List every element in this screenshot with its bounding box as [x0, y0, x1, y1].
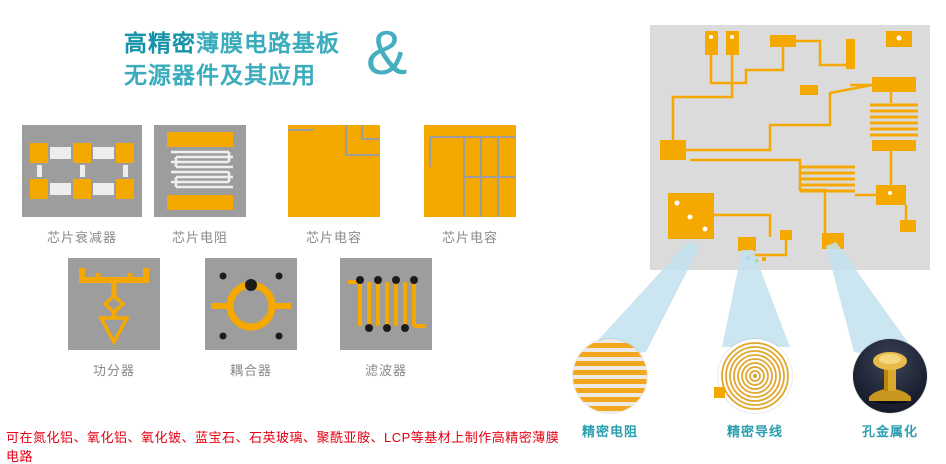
tile-power-divider: 功分器 [68, 258, 160, 379]
callout-label: 精密电阻 [581, 424, 638, 439]
circuit-board-image [650, 25, 930, 270]
tile-label: 芯片电阻 [171, 230, 228, 245]
page-title: 高精密薄膜电路基板 无源器件及其应用 [124, 28, 340, 91]
tile-label: 芯片电容 [305, 230, 362, 245]
chip-capacitor-grid-image [424, 125, 516, 217]
ampersand-glyph: & [366, 19, 408, 88]
tile-label: 芯片电容 [441, 230, 498, 245]
callout-metallized-hole: 孔金属化 [853, 339, 927, 440]
tile-label: 滤波器 [364, 363, 407, 378]
callout-label: 精密导线 [726, 424, 783, 439]
chip-resistor-image [154, 125, 246, 217]
tile-label: 耦合器 [229, 363, 272, 378]
callout-precision-wire: 精密导线 [714, 339, 792, 440]
chip-capacitor-image [288, 125, 380, 217]
tile-chip-attenuator: 芯片衰减器 [22, 125, 142, 246]
substrate-note: 可在氮化铝、氧化铝、氧化铍、蓝宝石、石英玻璃、聚酰亚胺、LCP等基材上制作高精密… [6, 430, 560, 464]
resistor-stripes-icon [573, 339, 647, 413]
tile-filter: 滤波器 [340, 258, 432, 379]
filter-image [340, 258, 432, 350]
power-divider-image [68, 258, 160, 350]
tile-label: 功分器 [92, 363, 135, 378]
chip-attenuator-image [22, 125, 142, 217]
title-line2: 无源器件及其应用 [124, 61, 316, 88]
tile-chip-capacitor-1: 芯片电容 [288, 125, 380, 246]
tile-chip-capacitor-2: 芯片电容 [424, 125, 516, 246]
callout-label: 孔金属化 [861, 424, 918, 439]
metallized-hole-icon [853, 339, 927, 413]
title-line1-rest: 薄膜电路基板 [196, 30, 340, 56]
coupler-image [205, 258, 297, 350]
title-line1: 高精密薄膜电路基板 [124, 28, 340, 60]
spiral-coil-icon [714, 339, 792, 413]
tile-coupler: 耦合器 [205, 258, 297, 379]
title-line1-bold: 高精密 [124, 30, 196, 56]
callout-precision-resistor: 精密电阻 [573, 339, 647, 440]
tile-chip-resistor: 芯片电阻 [154, 125, 246, 246]
tile-label: 芯片衰减器 [46, 230, 117, 245]
coil-pad [714, 387, 725, 398]
